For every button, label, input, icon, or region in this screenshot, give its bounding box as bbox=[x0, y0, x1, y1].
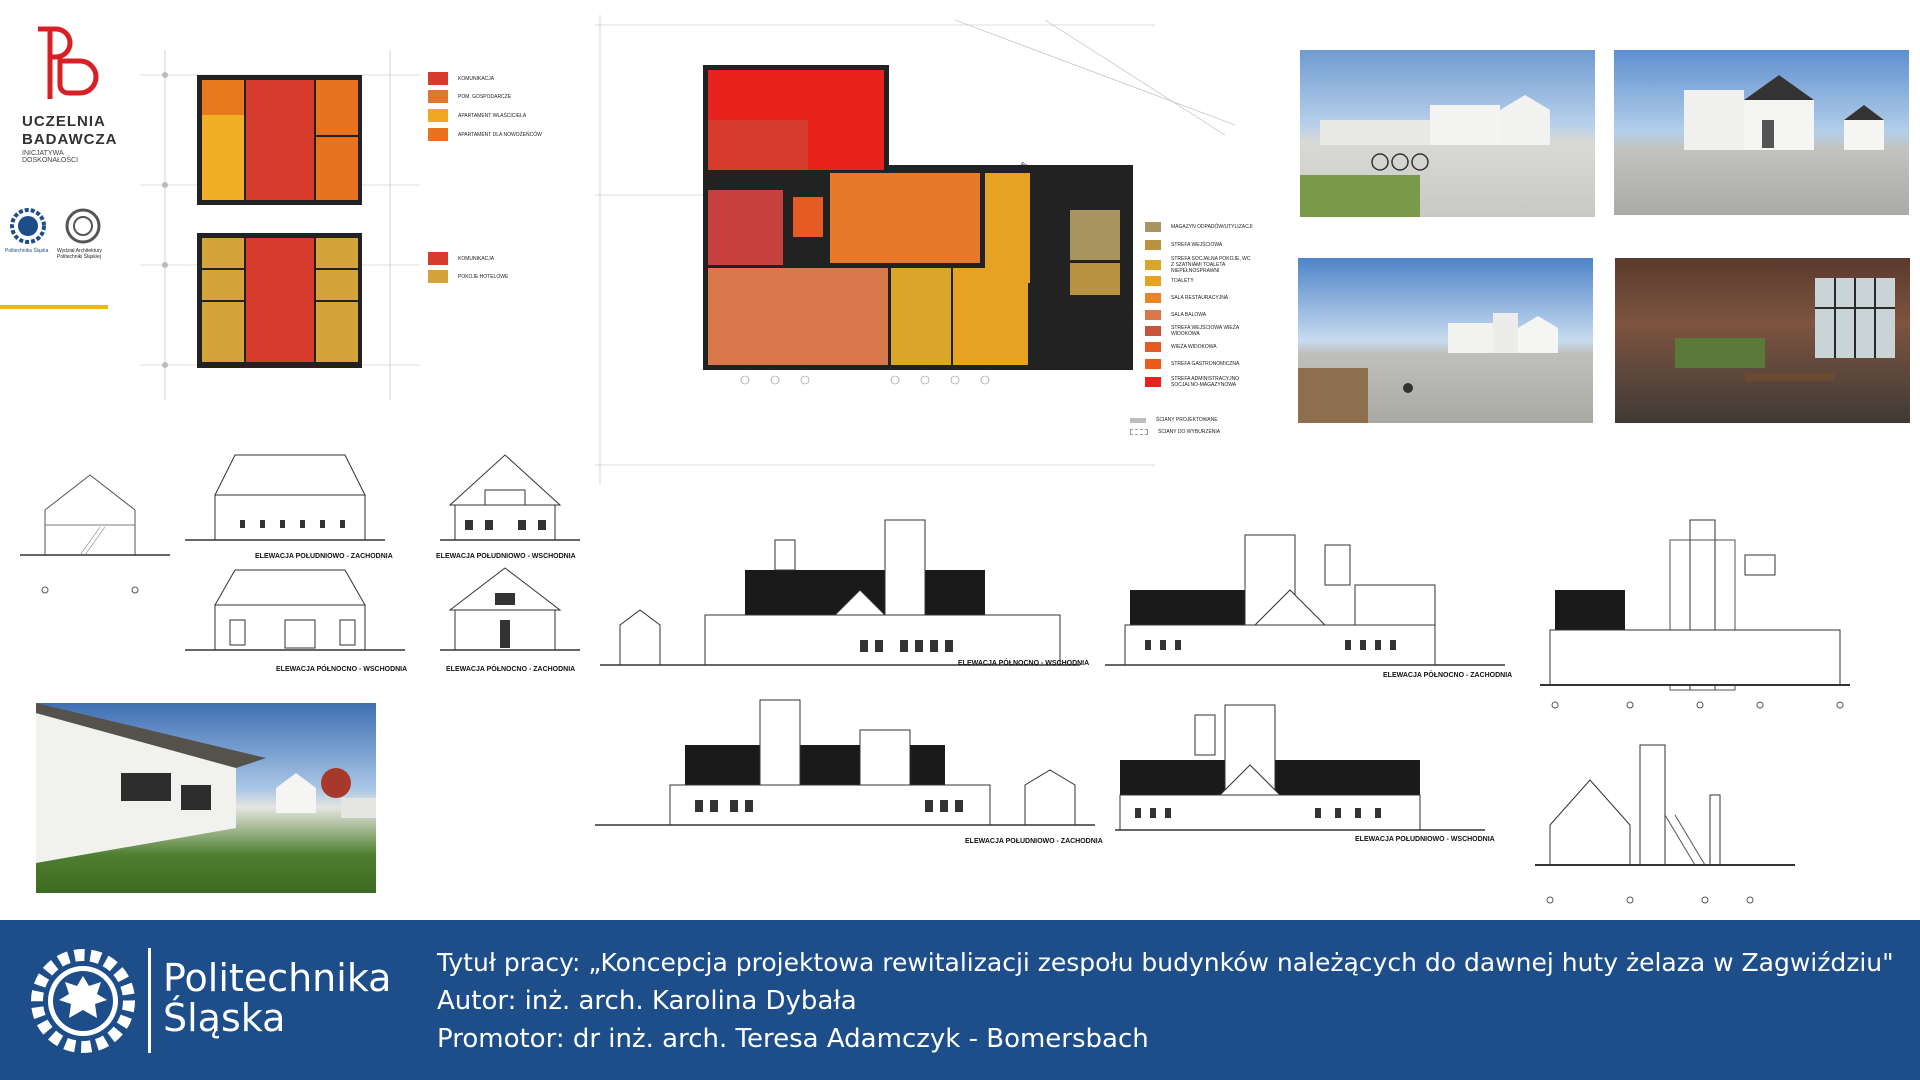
legend-swatch bbox=[1145, 293, 1161, 303]
elev-label-small-sw: ELEWACJA POŁUDNIOWO - ZACHODNIA bbox=[255, 553, 393, 560]
section-drawing-1 bbox=[1540, 519, 1850, 709]
legend-swatch bbox=[428, 270, 448, 283]
elev-label-big-nw: ELEWACJA PÓŁNOCNO - ZACHODNIA bbox=[1383, 672, 1513, 679]
legend-swatch bbox=[428, 128, 448, 141]
small-elevation-se bbox=[440, 454, 580, 541]
legend-item: APARTAMENT DLA NOWOŻEŃCÓW bbox=[428, 128, 542, 141]
footer-banner: Politechnika Śląska Tytuł pracy: „Koncep… bbox=[0, 920, 1920, 1080]
big-elevation-ne bbox=[600, 519, 1080, 666]
legend-swatch bbox=[428, 72, 448, 85]
legend-item: SALA RESTAURACYJNA bbox=[1145, 293, 1228, 303]
big-elevation-se bbox=[1115, 704, 1485, 831]
legend-swatch bbox=[1145, 359, 1161, 369]
legend-item: POM. GOSPODARCZE bbox=[428, 90, 511, 103]
elev-label-small-ne: ELEWACJA PÓŁNOCNO - WSCHODNIA bbox=[276, 666, 408, 673]
legend-swatch bbox=[428, 252, 448, 265]
legend-item: TOALETY bbox=[1145, 276, 1194, 286]
legend-swatch bbox=[1145, 326, 1161, 336]
thesis-title: Tytuł pracy: „Koncepcja projektowa rewit… bbox=[437, 948, 1894, 977]
partner-logos: Politechnika Śląska Wydział Architektury… bbox=[5, 208, 110, 268]
accent-line bbox=[0, 305, 108, 309]
legend-swatch bbox=[428, 90, 448, 103]
legend-item: MAGAZYN ODPADÓW/UTYLIZACJI bbox=[1145, 222, 1253, 232]
legend-item: POKOJE HOTELOWE bbox=[428, 270, 508, 283]
politechnika-small-label: Politechnika Śląska bbox=[5, 248, 49, 254]
legend-swatch bbox=[1145, 222, 1161, 232]
legend-swatch bbox=[428, 109, 448, 122]
wydzial-small-label: Wydział Architektury Politechniki Śląski… bbox=[57, 248, 102, 260]
legend-item: STREFA SOCJALNA POKOJE, WC Z SZATNIAMI T… bbox=[1145, 256, 1251, 274]
legend-swatch bbox=[1145, 310, 1161, 320]
politechnika-emblem-icon bbox=[10, 208, 46, 244]
render-photo-interior bbox=[1615, 258, 1910, 423]
legend-item: ŚCIANY PROJEKTOWANE bbox=[1130, 417, 1218, 423]
legend-item: WIEŻA WIDOKOWA bbox=[1145, 342, 1217, 352]
small-elevation-ne bbox=[185, 569, 405, 651]
elev-label-big-ne: ELEWACJA PÓŁNOCNO - WSCHODNIA bbox=[958, 660, 1090, 667]
elev-label-big-sw: ELEWACJA POŁUDNIOWO - ZACHODNIA bbox=[965, 838, 1103, 845]
render-photo-square bbox=[1298, 258, 1593, 423]
legend-swatch bbox=[1130, 417, 1146, 423]
section-drawing-2 bbox=[1535, 744, 1795, 904]
legend-swatch bbox=[1145, 342, 1161, 352]
small-elevation-nw bbox=[440, 567, 580, 651]
legend-item: STREFA GASTRONOMICZNA bbox=[1145, 359, 1239, 369]
legend-item: STREFA WEJŚCIOWA WIEŻA WIDOKOWA bbox=[1145, 325, 1241, 337]
brand-line2: Śląska bbox=[163, 996, 286, 1040]
elev-label-small-se: ELEWACJA POŁUDNIOWO - WSCHODNIA bbox=[436, 553, 576, 560]
render-photo-courtyard bbox=[1300, 50, 1595, 217]
elev-label-small-nw: ELEWACJA PÓŁNOCNO - ZACHODNIA bbox=[446, 666, 576, 673]
logo-line1: UCZELNIA bbox=[22, 113, 106, 130]
big-elevation-sw bbox=[595, 699, 1095, 826]
legend-swatch bbox=[1130, 429, 1148, 435]
thesis-author: Autor: inż. arch. Karolina Dybała bbox=[437, 986, 857, 1016]
large-floor-plan: BRAMA WJAZDOWA bbox=[595, 15, 1235, 485]
render-photo-hotel-exterior bbox=[36, 703, 376, 893]
legend-item: ŚCIANY DO WYBURZENIA bbox=[1130, 429, 1220, 435]
legend-item: SALA BALOWA bbox=[1145, 310, 1206, 320]
small-elevation-sw bbox=[185, 454, 385, 541]
thesis-promotor: Promotor: dr inż. arch. Teresa Adamczyk … bbox=[437, 1024, 1149, 1054]
render-photo-entrance bbox=[1614, 50, 1909, 215]
logo-line3: INICJATYWA DOSKONAŁOŚCI bbox=[22, 150, 79, 164]
uczelnia-badawcza-logo: UCZELNIA BADAWCZA INICJATYWA DOSKONAŁOŚC… bbox=[20, 25, 118, 175]
legend-item: KOMUNIKACJA bbox=[428, 72, 494, 85]
legend-swatch bbox=[1145, 276, 1161, 286]
wydzial-emblem-icon bbox=[65, 208, 101, 244]
politechnika-gear-emblem-icon bbox=[31, 949, 135, 1053]
brand-line1: Politechnika bbox=[163, 956, 392, 1000]
legend-swatch bbox=[1145, 240, 1161, 250]
small-section-drawing bbox=[20, 474, 170, 594]
legend-item: APARTAMENT WŁAŚCICIELA bbox=[428, 109, 526, 122]
big-elevation-nw bbox=[1105, 534, 1505, 666]
legend-swatch bbox=[1145, 377, 1161, 387]
small-floor-plans bbox=[140, 50, 420, 400]
legend-swatch bbox=[1145, 260, 1161, 270]
legend-item: STREFA ADMINISTRACYJNO SOCJALNO-MAGAZYNO… bbox=[1145, 376, 1251, 388]
legend-item: STREFA WEJŚCIOWA bbox=[1145, 240, 1222, 250]
legend-item: KOMUNIKACJA bbox=[428, 252, 494, 265]
footer-divider bbox=[148, 948, 151, 1053]
ub-logo-mark-icon bbox=[38, 26, 99, 99]
elev-label-big-se: ELEWACJA POŁUDNIOWO - WSCHODNIA bbox=[1355, 836, 1495, 843]
logo-line2: BADAWCZA bbox=[22, 131, 118, 148]
